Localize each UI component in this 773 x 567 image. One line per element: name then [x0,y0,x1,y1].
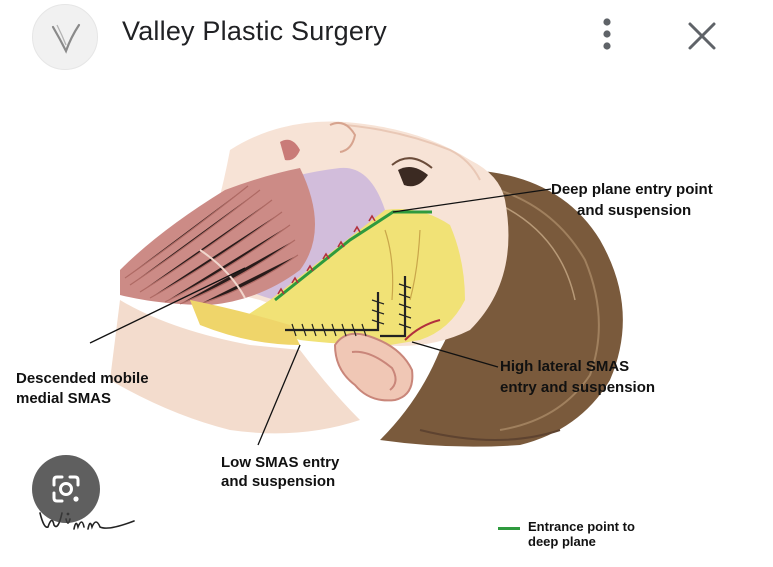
close-button[interactable] [682,16,722,56]
label-high-lateral-smas-line1: High lateral SMAS [500,358,630,375]
label-low-smas-line1: Low SMAS entry [221,454,340,471]
label-descended-smas-line1: Descended mobile [16,370,149,387]
deep-plane-facelift-illustration [0,72,773,567]
more-vert-icon [603,18,611,50]
legend-text-line1: Entrance point to [528,519,635,534]
legend-green-line [498,527,520,530]
label-high-lateral-smas-line2: entry and suspension [500,379,656,396]
more-options-button[interactable] [592,14,622,54]
close-icon [688,22,716,50]
site-title[interactable]: Valley Plastic Surgery [122,16,388,46]
legend-text-line2: deep plane [528,534,596,549]
valley-v-logo-icon [51,23,81,54]
lens-search-button[interactable] [32,455,100,523]
site-logo[interactable] [32,4,98,70]
label-deep-plane-line2: and suspension [577,202,692,219]
label-descended-smas-line2: medial SMAS [16,390,112,407]
label-deep-plane-line1: Deep plane entry point [551,181,713,198]
viewer-header: Valley Plastic Surgery [0,0,773,72]
label-low-smas-line2: and suspension [221,473,336,490]
google-lens-icon [52,475,80,503]
head-illustration-graphic [89,121,623,447]
